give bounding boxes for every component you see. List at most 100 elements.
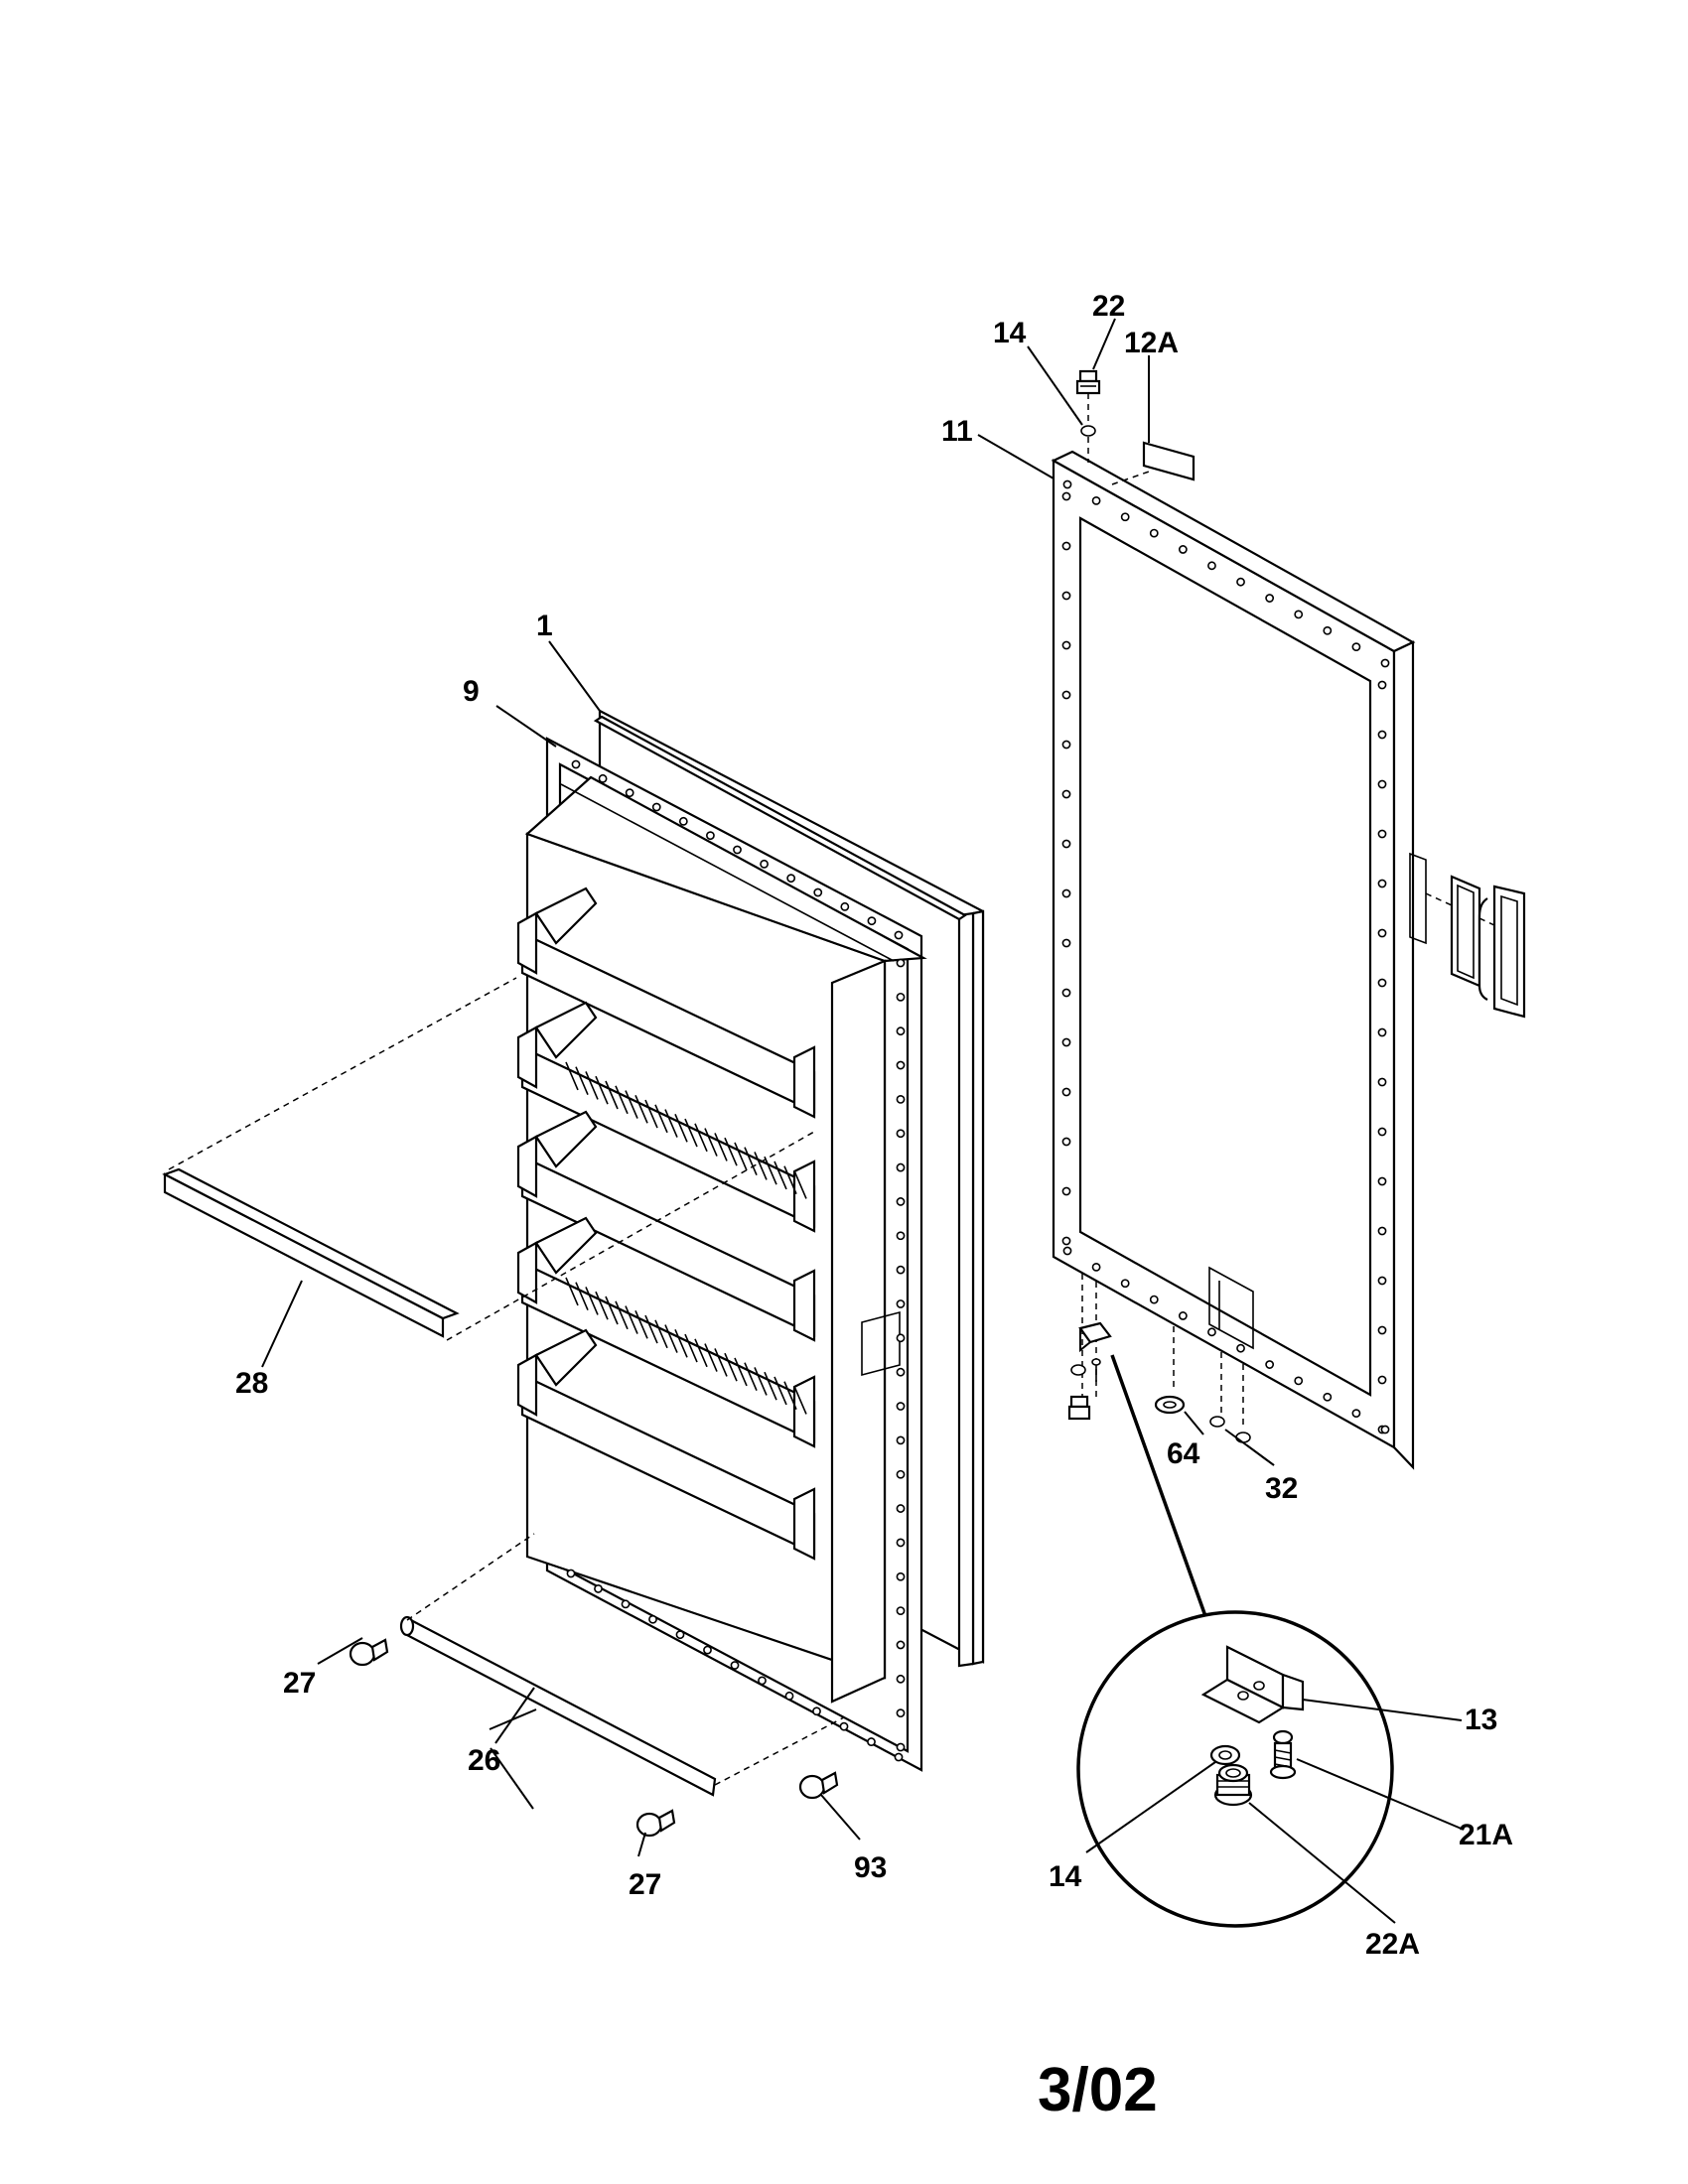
shelf-rib — [634, 1094, 648, 1124]
shelf-end-right — [792, 1487, 816, 1561]
panel-hole — [1178, 545, 1188, 554]
panel-hole — [1062, 1246, 1072, 1256]
frame-hole — [678, 816, 688, 826]
panel-hole — [1061, 1236, 1071, 1246]
panel-hole — [1265, 594, 1275, 603]
frame-hole — [594, 1584, 603, 1593]
callout-27-bottom: 27 — [629, 1868, 661, 1901]
shelf-bracket — [534, 887, 598, 945]
callout-12a: 12A — [1124, 327, 1179, 359]
callout-21a: 21A — [1459, 1819, 1513, 1851]
panel-hole — [1377, 1325, 1387, 1335]
frame-hole — [896, 992, 906, 1002]
panel-hole — [1377, 779, 1387, 789]
panel-hole — [1061, 640, 1071, 650]
frame-hole — [621, 1599, 631, 1609]
shelf-bracket — [534, 1216, 598, 1275]
shelf-rib — [625, 1305, 638, 1334]
shelf-bracket — [534, 1110, 598, 1168]
door-shelf — [516, 887, 816, 1119]
frame-hole — [571, 759, 581, 769]
panel-hole — [1377, 829, 1387, 839]
frame-hole — [598, 773, 608, 783]
panel-hole — [1236, 577, 1245, 587]
panel-hole — [1265, 1360, 1275, 1369]
panel-hole — [1377, 879, 1387, 888]
shelf-rib — [774, 1160, 787, 1190]
shelf-rib — [565, 1061, 579, 1091]
shelf-rib — [605, 1296, 619, 1325]
panel-hole — [1061, 988, 1071, 998]
shelf-rib — [714, 1133, 728, 1161]
shelf-rib — [744, 1362, 758, 1391]
frame-hole — [896, 1708, 906, 1718]
frame-hole — [840, 901, 850, 911]
outer-door-panel — [1051, 450, 1427, 1470]
frame-hole — [706, 831, 715, 841]
shelf-rib — [684, 1118, 698, 1148]
shelf-end-left — [516, 1353, 538, 1417]
panel-hole — [1061, 591, 1071, 601]
shelf-end-left — [516, 1135, 538, 1198]
frame-hole — [733, 845, 742, 855]
shelf-rib — [734, 1357, 748, 1387]
frame-hole — [896, 1367, 906, 1377]
panel-hole — [1149, 528, 1159, 538]
callout-26: 26 — [468, 1744, 500, 1777]
shelf-rib — [684, 1333, 698, 1363]
date-code: 3/02 — [1038, 2056, 1158, 2124]
panel-hole — [1061, 690, 1071, 700]
callout-13: 13 — [1465, 1704, 1497, 1736]
panel-hole — [1377, 680, 1387, 690]
callout-28: 28 — [235, 1367, 268, 1400]
panel-hole — [1323, 1392, 1333, 1402]
shelf-rib — [783, 1381, 797, 1411]
panel-hole — [1351, 1409, 1361, 1419]
shelf-end-right — [792, 1375, 816, 1448]
panel-hole — [1091, 495, 1101, 505]
callout-9: 9 — [463, 675, 480, 708]
shelf-bracket — [534, 1328, 598, 1387]
shelf-rib — [744, 1147, 758, 1175]
panel-hole — [1061, 789, 1071, 799]
shelf-rib — [694, 1123, 708, 1153]
shelf-rib — [764, 1156, 777, 1185]
callout-11: 11 — [941, 415, 973, 448]
door-liner — [516, 709, 985, 1772]
shelf-rib — [585, 1071, 599, 1100]
shelf-rib — [595, 1291, 609, 1320]
panel-hole — [1377, 1375, 1387, 1385]
panel-hole — [1061, 1037, 1071, 1047]
panel-hole — [1061, 740, 1071, 750]
panel-hole — [1061, 888, 1071, 898]
shelf-rib — [575, 1066, 589, 1096]
panel-hole — [1120, 1279, 1130, 1289]
frame-hole — [651, 802, 661, 812]
panel-hole — [1120, 512, 1130, 522]
shelf-rib — [644, 1314, 658, 1344]
frame-hole — [839, 1721, 849, 1731]
shelf-rib — [585, 1287, 599, 1315]
frame-hole — [896, 1231, 906, 1241]
panel-hole — [1207, 561, 1216, 571]
panel-hole — [1178, 1311, 1188, 1320]
callout-22: 22 — [1092, 290, 1125, 323]
shelf-rib — [714, 1348, 728, 1377]
shelf-bar-28 — [162, 977, 815, 1341]
callout-64: 64 — [1167, 1437, 1200, 1470]
shelf-rib — [764, 1371, 777, 1401]
shelf-rib — [605, 1080, 619, 1110]
panel-hole — [1294, 1376, 1304, 1386]
shelf-bar-26 — [399, 1533, 845, 1797]
shelf-rib — [793, 1170, 807, 1199]
panel-hole — [1149, 1295, 1159, 1304]
panel-hole — [1351, 642, 1361, 652]
shelf-rib — [654, 1319, 668, 1349]
frame-hole — [812, 1706, 821, 1716]
frame-hole — [896, 1129, 906, 1139]
frame-hole — [896, 1640, 906, 1650]
door-shelf — [516, 1328, 816, 1561]
frame-hole — [784, 1691, 794, 1701]
shelf-rib — [704, 1343, 718, 1372]
frame-hole — [625, 788, 634, 798]
